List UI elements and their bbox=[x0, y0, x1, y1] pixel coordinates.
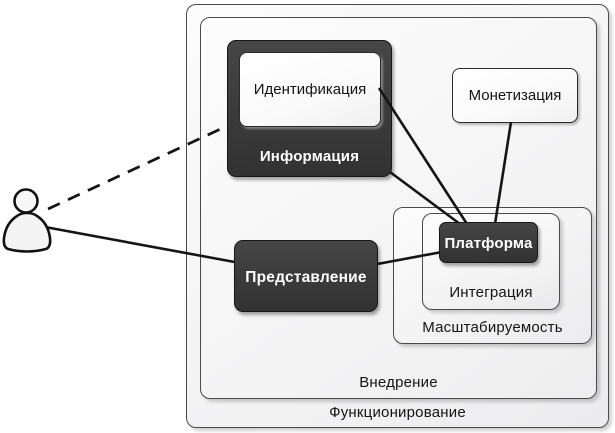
node-monetization: Монетизация bbox=[452, 68, 578, 123]
node-monetization-label: Монетизация bbox=[468, 87, 562, 104]
node-identification-label: Идентификация bbox=[253, 81, 367, 98]
container-implementation-label: Внедрение bbox=[359, 374, 438, 391]
node-presentation: Представление bbox=[234, 240, 378, 312]
person-head bbox=[13, 188, 39, 214]
node-information: Идентификация Информация bbox=[227, 40, 392, 177]
person-body bbox=[2, 211, 52, 253]
container-scalability-label: Масштабируемость bbox=[422, 319, 563, 336]
node-identification: Идентификация bbox=[239, 52, 381, 127]
person-icon bbox=[2, 188, 52, 253]
node-platform-label: Платформа bbox=[444, 235, 533, 252]
node-platform: Платформа bbox=[439, 222, 538, 263]
container-functioning-label: Функционирование bbox=[329, 404, 466, 421]
container-integration-label: Интеграция bbox=[449, 284, 533, 301]
node-presentation-label: Представление bbox=[245, 269, 367, 286]
node-information-label: Информация bbox=[259, 148, 360, 165]
